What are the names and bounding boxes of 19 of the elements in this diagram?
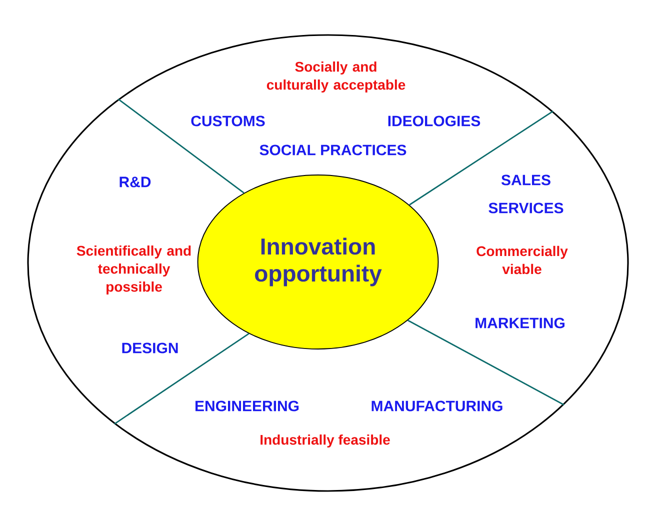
divider-line bbox=[118, 98, 244, 194]
divider-line bbox=[408, 320, 564, 406]
criterion-label: Industrially feasible bbox=[260, 434, 390, 448]
area-label: SERVICES bbox=[488, 202, 564, 214]
area-label: MARKETING bbox=[476, 318, 564, 328]
area-label: R&D bbox=[120, 176, 151, 188]
criterion-label: Socially and culturally acceptable bbox=[266, 61, 406, 93]
divider-line bbox=[409, 110, 554, 206]
area-label: IDEOLOGIES bbox=[388, 116, 480, 126]
area-label: SOCIAL PRACTICES bbox=[260, 144, 406, 156]
ellipse-border bbox=[27, 34, 629, 492]
area-label: SALES bbox=[501, 174, 550, 186]
criterion-label: Commercially viable bbox=[476, 246, 568, 274]
area-label: DESIGN bbox=[122, 342, 178, 354]
circle-node: Innovation opportunity bbox=[197, 174, 439, 350]
divider-line bbox=[114, 333, 250, 425]
area-label: ENGINEERING bbox=[196, 400, 299, 412]
area-label: CUSTOMS bbox=[191, 116, 265, 126]
area-label: MANUFACTURING bbox=[372, 400, 502, 412]
